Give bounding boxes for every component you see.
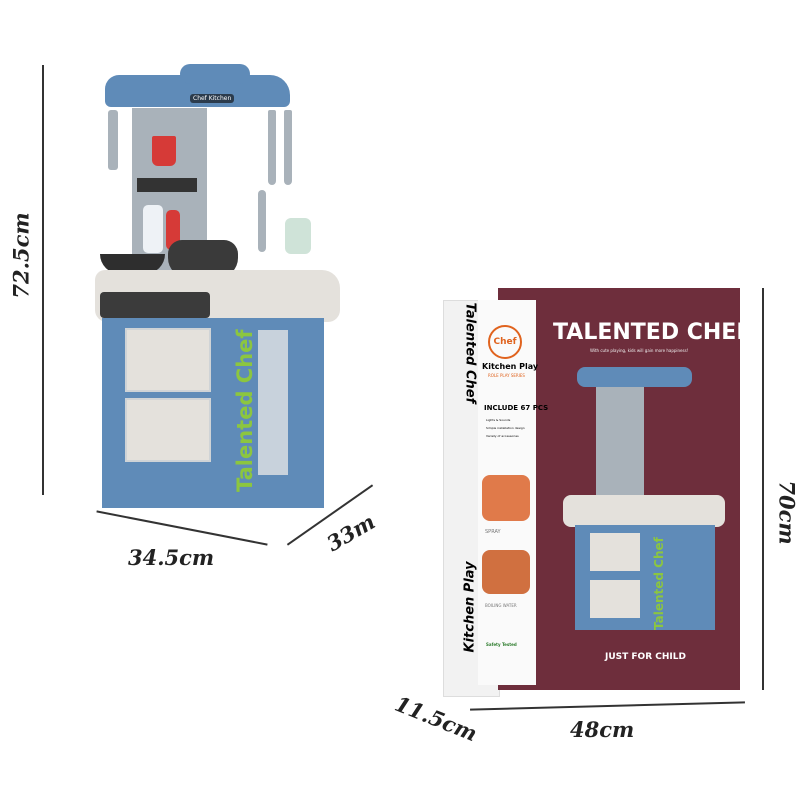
bottle — [143, 205, 163, 253]
toy-width-label: 34.5cm — [128, 545, 215, 570]
spray-photo — [482, 475, 530, 521]
box-depth-label: 11.5cm — [391, 690, 481, 747]
safety-badge: Safety Tested — [486, 642, 517, 647]
utensil-spoon — [268, 110, 276, 185]
faucet — [258, 190, 266, 252]
tagline: JUST FOR CHILD — [605, 652, 686, 662]
width-dimension-line — [96, 510, 268, 546]
chef-logo: Chef — [488, 325, 522, 359]
hood-top — [180, 64, 250, 84]
control-panel — [137, 178, 197, 192]
toy-brand-label: Talented Chef — [233, 329, 257, 492]
upper-oven-door — [125, 328, 211, 392]
feature-1: Lights & Sounds — [486, 418, 511, 422]
height-dimension-line — [42, 65, 44, 495]
pan — [100, 254, 165, 274]
box-toy-oven-1 — [590, 533, 640, 571]
red-cup — [152, 136, 176, 166]
box-height-label: 70cm — [774, 480, 800, 545]
box-width-line — [470, 701, 745, 711]
soap-bottle — [285, 218, 311, 254]
box-toy-label: Talented Chef — [652, 537, 666, 630]
box-width-label: 48cm — [570, 717, 635, 742]
box-subtitle: With cute playing, kids will gain more h… — [590, 348, 689, 353]
box-toy-oven-2 — [590, 580, 640, 618]
pieces-count: INCLUDE 67 PCS — [484, 404, 549, 412]
box-height-line — [762, 288, 764, 690]
box-title: TALENTED CHEF — [553, 320, 752, 345]
lower-oven-door — [125, 398, 211, 462]
spray-label: SPRAY — [485, 529, 501, 535]
side-panel — [258, 330, 288, 475]
brand-name: Kitchen Play — [482, 362, 539, 371]
spine-brand: Kitchen Play — [462, 561, 478, 653]
boiling-photo — [482, 550, 530, 594]
box-toy-column — [596, 387, 644, 497]
feature-3: Variety of accessories — [486, 434, 519, 438]
boiling-label: BOILING WATER — [485, 603, 517, 608]
utensil-knife — [108, 110, 118, 170]
feature-2: Simple installation design — [486, 426, 525, 430]
hood-label: Chef Kitchen — [190, 94, 235, 103]
series-name: ROLE PLAY SERIES — [488, 373, 525, 378]
box-toy-counter — [563, 495, 725, 527]
knob-panel — [100, 292, 210, 318]
utensil-ladle — [284, 110, 292, 185]
toy-depth-label: 33m — [322, 508, 380, 557]
toy-height-label: 72.5cm — [8, 212, 34, 299]
box-toy-hood — [577, 367, 692, 387]
spine-title: Talented Chef — [462, 302, 478, 404]
